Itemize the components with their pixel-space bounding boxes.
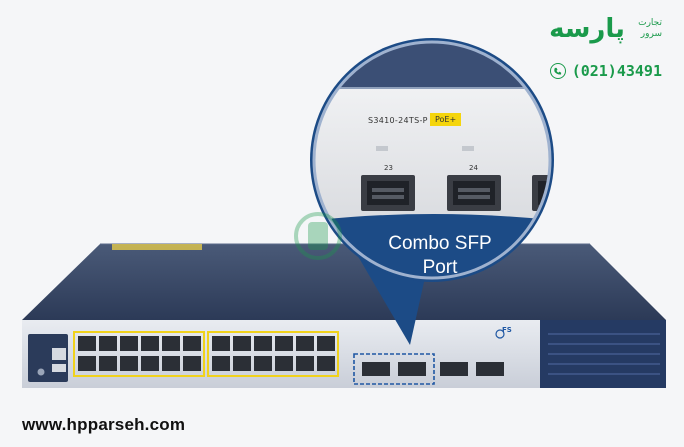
brand-tagline-2: سرور bbox=[640, 29, 662, 39]
poe-badge: PoE+ bbox=[430, 113, 462, 126]
switch-top bbox=[22, 244, 666, 320]
brand-tagline-1: تجارت bbox=[638, 18, 662, 28]
website-url: www.hpparseh.com bbox=[22, 415, 186, 434]
rj45-ports-left bbox=[78, 336, 201, 371]
phone-contact: (021)43491 bbox=[549, 62, 662, 80]
zoomed-sfp-24 bbox=[447, 175, 501, 211]
watermark-logo bbox=[294, 212, 342, 260]
callout-line-1: Combo SFP bbox=[388, 233, 492, 254]
rj45-ports-right bbox=[212, 336, 335, 371]
brand-logo-block: پارسه تجارت سرور bbox=[512, 14, 662, 44]
phone-number: (021)43491 bbox=[571, 62, 662, 80]
combo-sfp-highlight bbox=[353, 353, 435, 385]
callout-label: Combo SFP Port bbox=[370, 232, 510, 280]
sfp-ports bbox=[362, 362, 504, 376]
phone-icon bbox=[549, 63, 566, 79]
port-number-24: 24 bbox=[469, 164, 478, 172]
callout-line-2: Port bbox=[422, 257, 458, 278]
brand-tagline: تجارت سرور bbox=[638, 18, 662, 40]
vendor-mark: FS bbox=[502, 326, 512, 334]
zoomed-sfp-23 bbox=[361, 175, 415, 211]
brand-logo: پارسه bbox=[549, 14, 625, 44]
port-number-23: 23 bbox=[384, 164, 393, 172]
model-label: S3410-24TS-P bbox=[368, 116, 428, 125]
